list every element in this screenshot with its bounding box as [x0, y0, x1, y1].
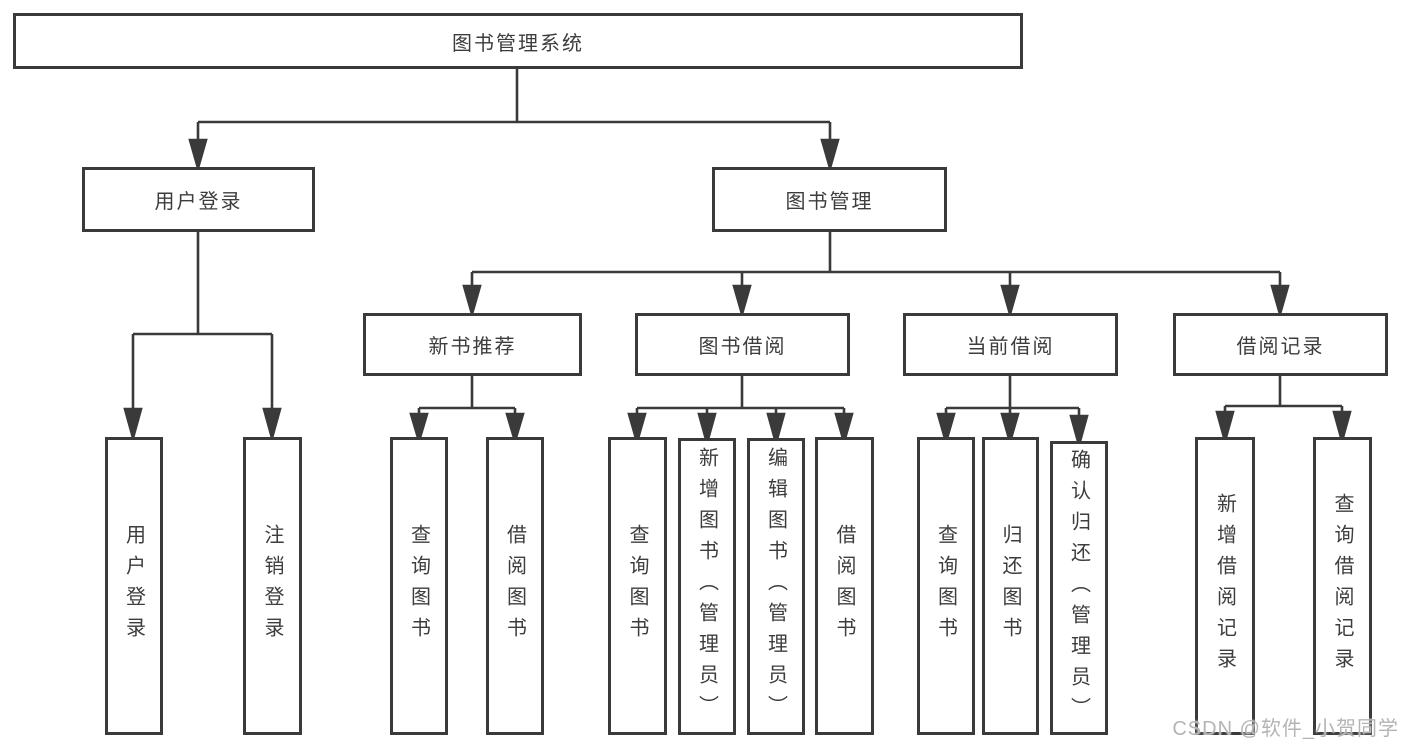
- node-book-borrow: 图书借阅: [635, 313, 850, 376]
- arrowhead-icon: [1332, 410, 1352, 446]
- leaf-current-confirm-return-admin: 确认归还（管理员）: [1050, 441, 1108, 735]
- arrowhead-icon: [123, 407, 143, 443]
- arrowhead-icon: [834, 412, 854, 447]
- node-new-book-recommend: 新书推荐: [363, 313, 582, 376]
- arrowhead-icon: [1000, 284, 1020, 319]
- leaf-user-login: 用户登录: [105, 437, 163, 735]
- arrowhead-icon: [627, 412, 647, 447]
- arrowhead-icon: [820, 138, 840, 173]
- leaf-borrow-edit-books-admin: 编辑图书（管理员）: [747, 438, 805, 735]
- arrowhead-icon: [697, 412, 717, 448]
- arrowhead-icon: [1069, 414, 1089, 450]
- arrowhead-icon: [188, 138, 208, 173]
- arrowhead-icon: [462, 284, 482, 319]
- arrowhead-icon: [262, 407, 282, 443]
- leaf-records-add-record: 新增借阅记录: [1195, 437, 1255, 735]
- arrowhead-icon: [766, 412, 786, 448]
- arrowhead-icon: [505, 412, 525, 446]
- watermark: CSDN @软件_小贺同学: [1172, 718, 1399, 740]
- leaf-logout-login: 注销登录: [243, 437, 302, 735]
- leaf-current-return-books: 归还图书: [982, 437, 1039, 735]
- leaf-current-query-books: 查询图书: [917, 437, 975, 735]
- node-book-management: 图书管理: [712, 167, 947, 232]
- node-borrow-records: 借阅记录: [1173, 313, 1388, 376]
- connector-lines-group: [123, 68, 1352, 450]
- node-root-system: 图书管理系统: [13, 13, 1023, 69]
- node-user-login: 用户登录: [82, 167, 315, 232]
- leaf-borrow-add-books-admin: 新增图书（管理员）: [678, 438, 736, 735]
- arrowhead-icon: [936, 412, 956, 447]
- leaf-recommend-query-books: 查询图书: [390, 437, 448, 735]
- arrowhead-icon: [1215, 410, 1235, 446]
- arrowhead-icon: [1000, 412, 1020, 447]
- leaf-borrow-borrow-books: 借阅图书: [815, 437, 874, 735]
- arrowhead-icon: [732, 284, 752, 319]
- arrowhead-icon: [1270, 284, 1290, 319]
- arrowhead-icon: [409, 412, 429, 446]
- leaf-borrow-query-books: 查询图书: [608, 437, 667, 735]
- leaf-records-query-record: 查询借阅记录: [1313, 437, 1372, 735]
- leaf-recommend-borrow-books: 借阅图书: [486, 437, 544, 735]
- node-current-borrow: 当前借阅: [903, 313, 1118, 376]
